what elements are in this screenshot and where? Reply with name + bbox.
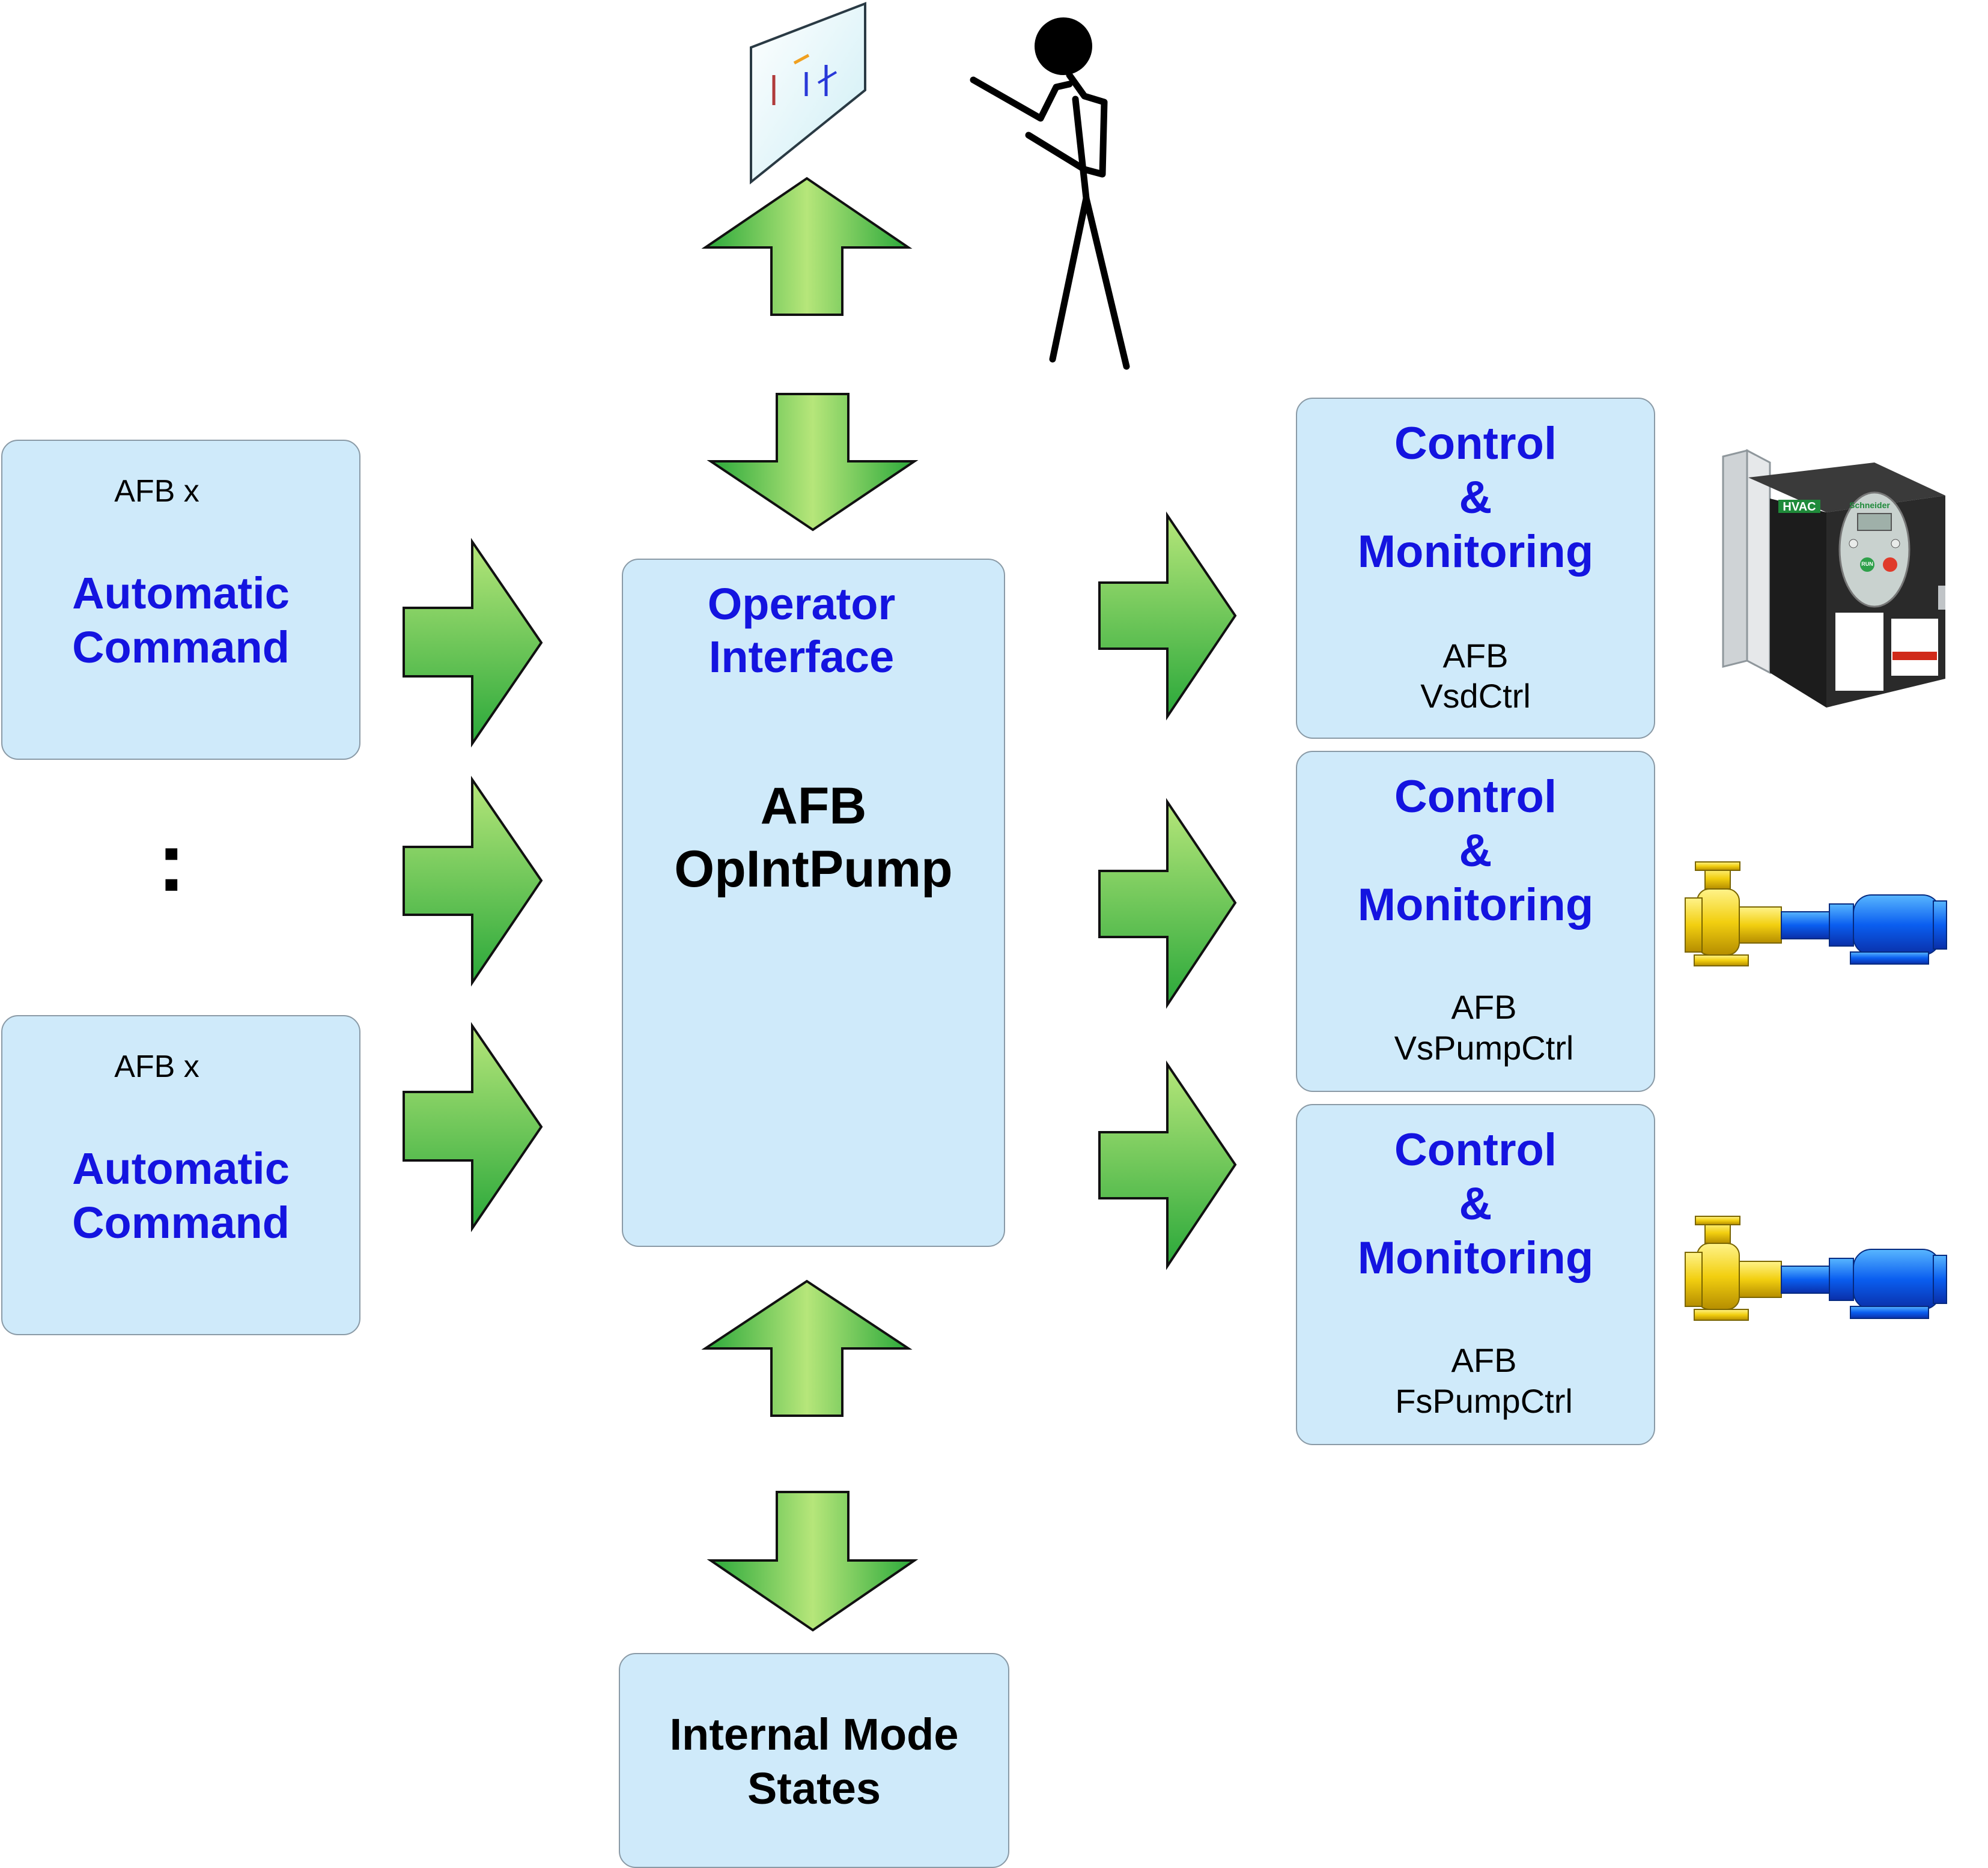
arrow-up-from-internal (701, 1279, 913, 1417)
arrow-right-from-ellipsis (403, 775, 543, 987)
cm-afb-label: AFB (1451, 988, 1517, 1026)
center-title-line1: Operator (707, 579, 896, 629)
arrow-up-to-screen (701, 177, 913, 316)
cm-afb-name: FsPumpCtrl (1395, 1382, 1573, 1420)
internal-line1: Internal Mode (669, 1709, 959, 1759)
drive-run-button-label: RUN (1861, 561, 1873, 567)
control-monitoring-box-vspumpctrl: Control & Monitoring AFB VsPumpCtrl (1296, 751, 1655, 1092)
drive-brand-label: HVAC (1783, 500, 1816, 514)
automatic-command-box-2: AFB x Automatic Command (1, 1015, 360, 1335)
command-title-line1: Automatic (72, 1144, 290, 1193)
cm-line3: Monitoring (1357, 526, 1594, 577)
arrow-down-to-internal (707, 1491, 919, 1632)
cm-afb-label: AFB (1451, 1341, 1517, 1379)
cm-line1: Control (1394, 1124, 1557, 1175)
arrow-right-to-vsdctrl (1098, 511, 1237, 721)
control-monitoring-box-vsdctrl: Control & Monitoring AFB VsdCtrl (1296, 398, 1655, 739)
cm-line3: Monitoring (1357, 879, 1594, 930)
afb-header: AFB x (114, 474, 199, 509)
cm-line3: Monitoring (1357, 1233, 1594, 1284)
control-monitoring-box-fspumpctrl: Control & Monitoring AFB FsPumpCtrl (1296, 1104, 1655, 1445)
cm-line2: & (1459, 825, 1492, 876)
operator-figure-icon (970, 17, 1130, 370)
command-title-line2: Command (72, 622, 290, 672)
arrow-down-to-center (707, 393, 919, 532)
cm-afb-name: VsPumpCtrl (1394, 1029, 1574, 1067)
monitor-screen-icon (750, 2, 866, 185)
automatic-command-box-1: AFB x Automatic Command (1, 440, 360, 760)
afb-header: AFB x (114, 1049, 199, 1084)
operator-interface-box: Operator Interface AFB OpIntPump (622, 559, 1005, 1247)
center-title-line2: Interface (708, 632, 895, 682)
command-title-line1: Automatic (72, 568, 290, 618)
cm-line2: & (1459, 472, 1492, 523)
cm-line1: Control (1394, 418, 1557, 469)
internal-mode-states-box: Internal Mode States (619, 1653, 1009, 1868)
center-afb-label: AFB (760, 777, 867, 835)
command-title-line2: Command (72, 1198, 290, 1248)
cm-afb-label: AFB (1442, 637, 1509, 675)
center-afb-name: OpIntPump (674, 840, 953, 898)
arrow-right-from-command-1 (403, 538, 543, 748)
drive-maker-label: Schneider (1849, 500, 1890, 510)
ellipsis-separator: : (157, 814, 186, 909)
arrow-right-to-fspumpctrl (1098, 1060, 1237, 1270)
pump-icon-1 (1685, 861, 1947, 966)
arrow-right-to-vspumpctrl (1098, 798, 1237, 1009)
internal-line2: States (747, 1763, 881, 1813)
variable-speed-drive-icon: HVAC Schneider (1722, 449, 1945, 708)
cm-line2: & (1459, 1178, 1492, 1230)
cm-line1: Control (1394, 771, 1557, 822)
cm-afb-name: VsdCtrl (1420, 677, 1531, 715)
arrow-right-from-command-2 (403, 1022, 543, 1233)
pump-icon-2 (1685, 1216, 1947, 1321)
